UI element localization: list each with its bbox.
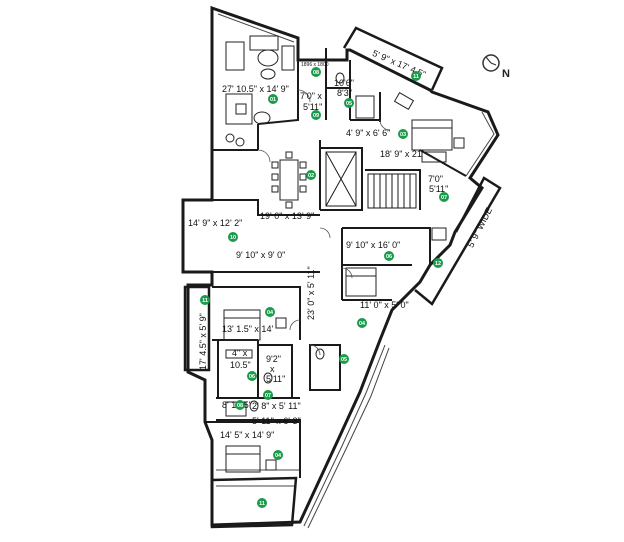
svg-text:03: 03 bbox=[400, 132, 406, 138]
badge-04-right: 04 bbox=[357, 318, 367, 328]
badge-08-wc: 08 bbox=[235, 400, 245, 410]
svg-text:05: 05 bbox=[346, 101, 352, 107]
dim-living: 27' 10.5" x 14' 9" bbox=[222, 84, 289, 94]
balcony-top bbox=[342, 26, 444, 91]
dining-table bbox=[271, 151, 307, 209]
dim-bed-right: 11' 0" x 5' 0" bbox=[360, 300, 409, 310]
svg-text:04: 04 bbox=[275, 453, 282, 459]
dim-wc-2: 4" x bbox=[232, 348, 248, 358]
staircase bbox=[325, 151, 417, 209]
badge-11-bottom: 11 bbox=[257, 498, 267, 508]
bedroom-bed-2 bbox=[345, 267, 377, 297]
master-bed bbox=[355, 91, 465, 163]
badge-04-left: 04 bbox=[265, 307, 275, 317]
badge-01: 01 bbox=[268, 94, 278, 104]
dim-room-10: 14' 9" x 12' 2" bbox=[188, 218, 242, 228]
compass-icon bbox=[482, 54, 500, 72]
living-furniture bbox=[225, 35, 295, 147]
dim-kitchen: 9' 10" x 16' 0" bbox=[346, 240, 400, 250]
dim-dress: 4' 9" x 6' 6" bbox=[346, 128, 390, 138]
room-badges: 01 03 05 06 07 08 09 10 11 11 11 11 12 0… bbox=[200, 67, 449, 508]
balcony-right bbox=[414, 176, 502, 306]
svg-text:11: 11 bbox=[259, 501, 265, 507]
dim-powder-2: 5'11" bbox=[303, 102, 322, 112]
dim-wc-5: 5'11" bbox=[266, 374, 285, 384]
dim-wc-4: x bbox=[270, 364, 275, 374]
dim-util-1: 7'0" bbox=[428, 174, 443, 184]
svg-text:08: 08 bbox=[237, 403, 243, 409]
svg-text:09: 09 bbox=[313, 113, 319, 119]
dim-bed-left: 13' 1.5" x 14' bbox=[222, 324, 273, 334]
door-arcs bbox=[257, 89, 391, 356]
badge-10: 10 bbox=[228, 232, 238, 242]
badge-04-bottom: 04 bbox=[273, 450, 283, 460]
badge-07-wc: 07 bbox=[263, 390, 273, 400]
svg-text:04: 04 bbox=[267, 310, 274, 316]
bedroom-bed-1 bbox=[223, 309, 287, 341]
dim-dining: 19' 0" x 13' 9" bbox=[260, 211, 314, 221]
badge-05-top: 05 bbox=[344, 98, 354, 108]
svg-text:06: 06 bbox=[386, 254, 392, 260]
dim-wc-3: 10.5" bbox=[230, 360, 251, 370]
badge-08-top: 08 bbox=[311, 67, 321, 77]
svg-text:11: 11 bbox=[413, 74, 419, 80]
badge-07-util: 07 bbox=[439, 192, 449, 202]
north-indicator: N bbox=[482, 54, 510, 80]
dim-balcony-left: 17' 4.5" x 5' 9" bbox=[198, 313, 208, 370]
dim-balcony-right: 5' 9" WIDE bbox=[466, 206, 495, 249]
svg-text:07: 07 bbox=[265, 393, 271, 399]
svg-text:01: 01 bbox=[270, 97, 276, 103]
dim-passage: 2' 8" x 5' 11" bbox=[252, 401, 301, 411]
dim-util-2: 5'11" bbox=[429, 184, 448, 194]
dim-bed-bottom: 14' 5" x 14' 9" bbox=[220, 430, 274, 440]
svg-text:07: 07 bbox=[441, 195, 447, 201]
badge-06-kitchen: 06 bbox=[384, 251, 394, 261]
svg-text:11: 11 bbox=[202, 298, 208, 304]
badge-06-wc: 06 bbox=[247, 371, 257, 381]
dim-bath-bottom: 5' 11" x 6' 3" bbox=[252, 416, 301, 426]
svg-text:06: 06 bbox=[249, 374, 255, 380]
dim-bath-2: 8'3" bbox=[337, 88, 352, 98]
dim-powder-1: 7'0" x bbox=[300, 91, 322, 101]
balcony-left bbox=[183, 285, 211, 372]
dim-master: 18' 9" x 21' bbox=[380, 149, 424, 159]
outer-walls bbox=[181, 5, 500, 527]
north-label: N bbox=[502, 68, 510, 80]
dim-corridor: 23' 0" x 5' 11" bbox=[306, 266, 316, 320]
badge-11-left: 11 bbox=[200, 295, 210, 305]
badge-05-bottom: 05 bbox=[339, 354, 349, 364]
interior-walls bbox=[205, 38, 467, 478]
toilets bbox=[225, 72, 447, 417]
balcony-bottom bbox=[210, 476, 298, 529]
svg-text:10: 10 bbox=[230, 235, 236, 241]
svg-text:02: 02 bbox=[308, 173, 314, 179]
dim-room-10b: 9' 10" x 9' 0" bbox=[236, 250, 285, 260]
badge-03: 03 bbox=[398, 129, 408, 139]
badge-09: 09 bbox=[311, 110, 321, 120]
bedroom-bed-3 bbox=[225, 445, 277, 473]
badge-11-top: 11 bbox=[411, 71, 421, 81]
outer-thin-outline bbox=[216, 13, 495, 529]
badge-12: 12 bbox=[433, 258, 443, 268]
badge-02: 02 bbox=[306, 170, 316, 180]
dim-wc-1: 9'2" bbox=[266, 354, 281, 364]
svg-text:12: 12 bbox=[435, 261, 441, 267]
dim-shaft: 1896 x 1800 bbox=[301, 62, 329, 68]
svg-text:08: 08 bbox=[313, 70, 319, 76]
svg-text:05: 05 bbox=[341, 357, 347, 363]
dim-bath-1: 10'6" bbox=[334, 78, 354, 88]
svg-text:04: 04 bbox=[359, 321, 366, 327]
